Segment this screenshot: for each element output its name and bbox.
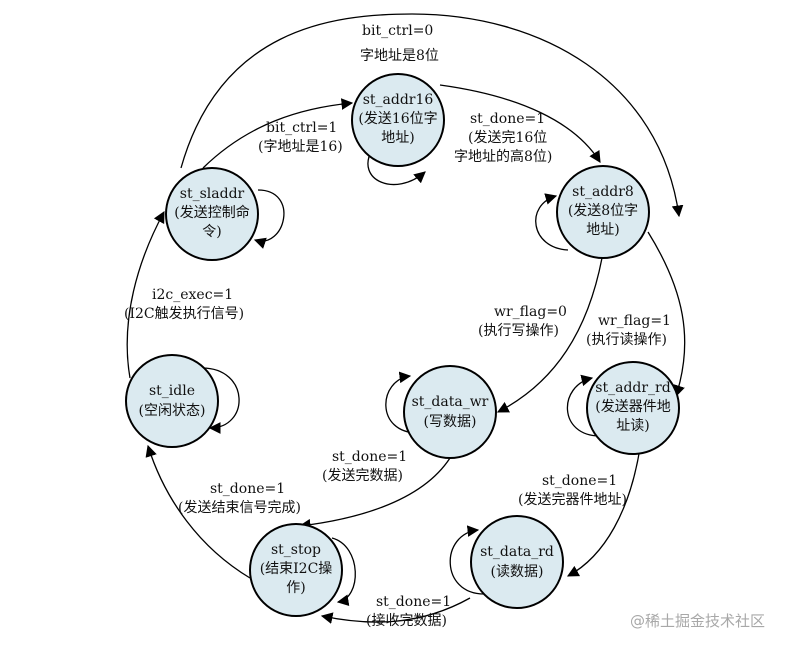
self-loop-addr16	[367, 149, 426, 186]
state-desc-line2: 地址)	[586, 222, 619, 238]
label-condition: st_done=1	[210, 481, 285, 497]
label-description: (I2C触发执行信号)	[124, 306, 244, 322]
label-description: (发送结束信号完成)	[178, 500, 301, 516]
label-condition: st_done=1	[470, 111, 545, 127]
label-data-wr-to-stop: st_done=1 (发送完数据)	[322, 449, 407, 484]
state-st-data-rd: st_data_rd (读数据)	[470, 515, 564, 609]
state-desc-line1: (发送器件地	[595, 399, 670, 415]
state-st-data-wr: st_data_wr (写数据)	[403, 365, 497, 459]
label-data-rd-to-stop: st_done=1 (接收完数据)	[366, 594, 451, 629]
self-loop-addr-rd	[566, 374, 601, 437]
label-description: (执行读操作)	[586, 331, 667, 348]
state-desc-line2: 址读)	[616, 417, 649, 434]
state-desc-line1: (发送控制命	[174, 204, 249, 221]
state-desc-line1: (结束I2C操	[260, 561, 333, 577]
edge-stop-to-idle	[145, 444, 251, 579]
state-desc-line2: 令)	[202, 224, 221, 240]
label-condition: st_done=1	[332, 449, 407, 465]
self-loop-stop	[331, 537, 356, 607]
state-name: st_data_wr	[412, 394, 489, 410]
edge-addr-rd-to-data-rd	[566, 447, 641, 577]
edge-addr8-to-data-wr	[496, 257, 603, 413]
edge-data-wr-to-stop	[298, 457, 451, 531]
label-sladdr-to-addr16: bit_ctrl=1 (字地址是16)	[258, 120, 343, 155]
state-desc-line1: (发送8位字	[568, 203, 638, 219]
label-description: (接收完数据)	[366, 612, 447, 629]
state-st-addr16: st_addr16 (发送16位字 地址)	[351, 73, 445, 167]
state-st-idle: st_idle (空闲状态)	[125, 354, 219, 448]
state-desc-line1: (发送16位字	[358, 111, 437, 127]
state-name: st_stop	[271, 542, 321, 558]
state-desc-line1: (写数据)	[424, 414, 477, 430]
label-condition: st_done=1	[542, 473, 617, 489]
label-condition: wr_flag=0	[494, 304, 567, 320]
state-name: st_addr_rd	[595, 380, 670, 396]
state-st-sladdr: st_sladdr (发送控制命 令)	[165, 167, 259, 261]
edge-addr16-to-addr8	[439, 84, 601, 163]
self-loop-addr8	[535, 193, 569, 251]
state-name: st_addr8	[572, 184, 634, 200]
label-description: (发送完器件地址)	[518, 492, 627, 508]
edge-data-rd-to-stop	[320, 597, 471, 624]
state-name: st_sladdr	[180, 186, 245, 202]
edge-idle-to-sladdr	[126, 210, 165, 379]
state-desc-line1: (读数据)	[491, 563, 544, 580]
label-addr-rd-to-data-rd: st_done=1 (发送完器件地址)	[518, 473, 627, 508]
label-condition: wr_flag=1	[598, 313, 671, 329]
label-condition: st_done=1	[376, 594, 451, 610]
edge-sladdr-to-addr16	[202, 98, 354, 169]
label-description: (发送完数据)	[322, 468, 403, 484]
watermark-text: @稀土掘金技术社区	[630, 612, 765, 630]
label-idle-to-sladdr: i2c_exec=1 (I2C触发执行信号)	[124, 287, 244, 322]
edge-sladdr-to-addr8	[180, 13, 684, 218]
label-description-line1: (发送完16位	[468, 130, 547, 146]
self-loop-data-wr	[385, 371, 419, 434]
label-condition: bit_ctrl=0	[362, 23, 433, 39]
self-loop-data-rd	[449, 525, 485, 595]
label-addr8-to-data-wr: wr_flag=0 (执行写操作)	[478, 304, 567, 339]
self-loop-idle	[201, 367, 240, 434]
self-loop-sladdr	[253, 189, 285, 249]
label-addr16-to-addr8: st_done=1 (发送完16位 字地址的高8位)	[454, 111, 552, 165]
state-desc-line2: 地址)	[381, 130, 414, 146]
label-addr8-to-addr-rd: wr_flag=1 (执行读操作)	[586, 313, 671, 348]
label-stop-to-idle: st_done=1 (发送结束信号完成)	[178, 481, 301, 516]
state-st-addr-rd: st_addr_rd (发送器件地 址读)	[586, 361, 680, 455]
label-description: 字地址是8位	[360, 48, 439, 64]
state-name: st_idle	[149, 383, 195, 399]
state-desc-line1: (空闲状态)	[139, 403, 206, 419]
state-name: st_data_rd	[480, 544, 554, 560]
state-st-addr8: st_addr8 (发送8位字 地址)	[556, 165, 650, 259]
state-name: st_addr16	[363, 92, 434, 108]
state-desc-line2: 作)	[286, 580, 305, 596]
label-sladdr-to-addr8: bit_ctrl=0 字地址是8位	[360, 23, 439, 64]
label-condition: i2c_exec=1	[152, 287, 233, 303]
label-description: (执行写操作)	[478, 323, 559, 339]
label-condition: bit_ctrl=1	[266, 120, 337, 136]
label-description-line2: 字地址的高8位)	[454, 148, 552, 165]
edge-addr8-to-addr-rd	[647, 231, 686, 398]
label-description: (字地址是16)	[258, 139, 343, 155]
state-st-stop: st_stop (结束I2C操 作)	[249, 523, 343, 617]
